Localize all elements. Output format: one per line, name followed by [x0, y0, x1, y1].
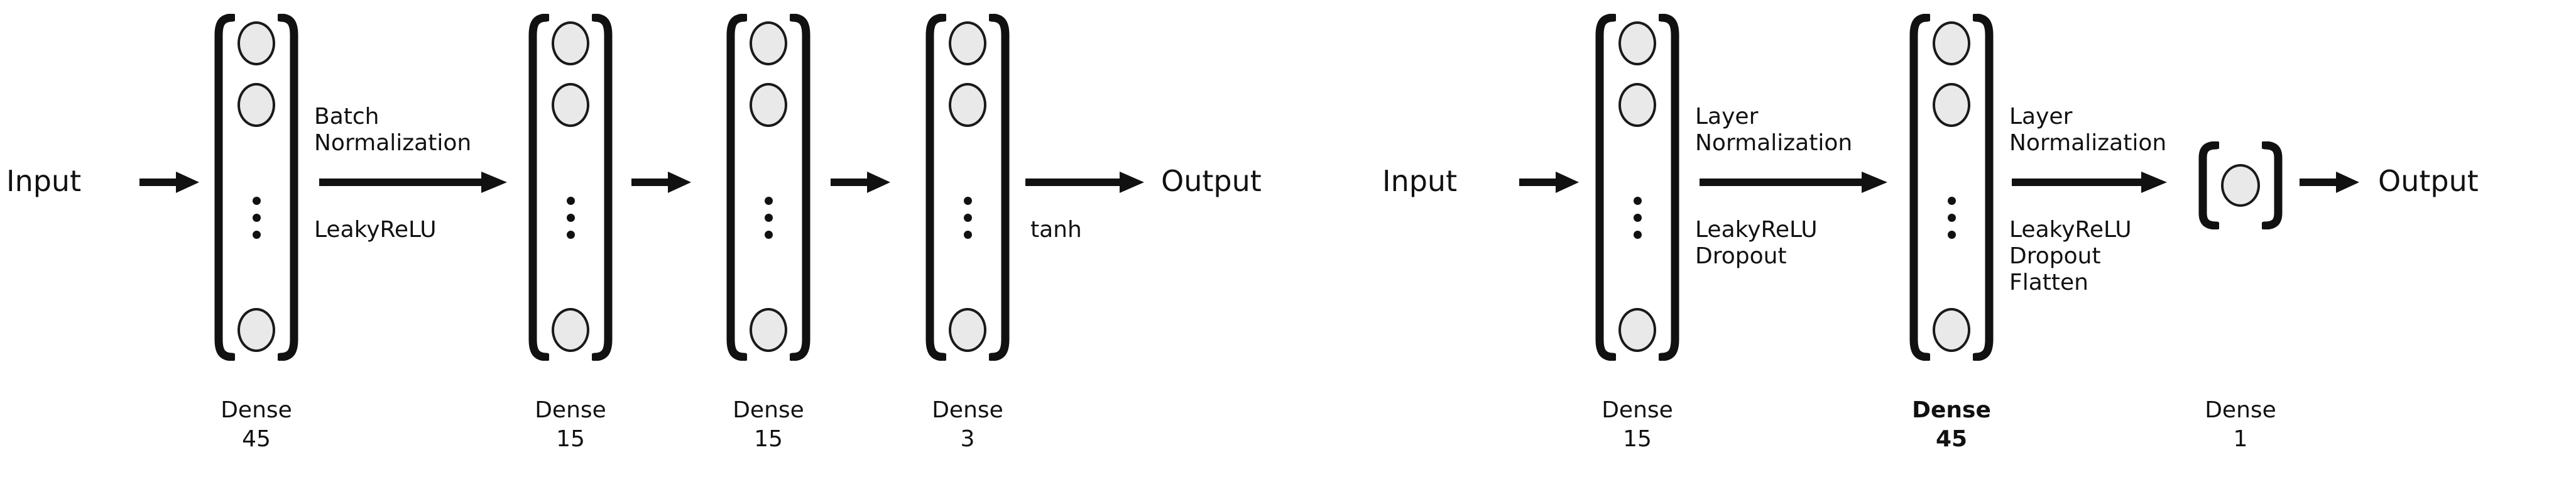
caption-units: 15: [1623, 426, 1652, 453]
left-bracket-icon: [528, 14, 549, 361]
layer-block-dense-45: [214, 14, 299, 361]
layer-block-dense-15-a: [528, 14, 613, 361]
neuron-circle-icon: [237, 308, 275, 352]
neuron-circle-icon: [949, 21, 986, 65]
neuron-circle-icon: [949, 83, 986, 127]
left-bracket-icon: [925, 14, 946, 361]
caption-name: Dense: [1912, 397, 1991, 423]
layer-block-dense-15-b: [726, 14, 811, 361]
edge-label-above-layernorm-2: Layer Normalization: [2009, 104, 2167, 157]
caption-dense-45: Dense 45: [194, 396, 319, 454]
caption-units: 45: [1935, 426, 1968, 453]
edge-label-below-tanh: tanh: [1030, 217, 1082, 243]
vertical-ellipsis-icon: [1633, 192, 1642, 243]
network-2-input-label: Input: [1382, 164, 1458, 198]
caption-units: 45: [242, 426, 271, 453]
caption-units: 15: [556, 426, 585, 453]
caption-dense-15-disc: Dense 15: [1575, 396, 1700, 454]
neuron-circle-icon: [1933, 83, 1970, 127]
layer-block-dense-1: [2198, 141, 2283, 229]
arrow-input-to-dense-45: [139, 170, 200, 195]
neuron-circle-icon: [237, 21, 275, 65]
edge-label-below-leakyrelu: LeakyReLU: [314, 217, 437, 243]
left-bracket-icon: [2198, 141, 2219, 229]
caption-name: Dense: [932, 397, 1003, 423]
neuron-stack: [2219, 141, 2262, 229]
layer-block-dense-15-disc: [1595, 14, 1680, 361]
neuron-circle-icon: [750, 308, 787, 352]
vertical-ellipsis-icon: [764, 192, 773, 243]
right-bracket-icon: [592, 14, 613, 361]
caption-dense-45-disc: Dense 45: [1889, 396, 2014, 454]
right-bracket-icon: [278, 14, 299, 361]
neuron-circle-icon: [1933, 308, 1970, 352]
neuron-stack: [549, 14, 592, 361]
neuron-circle-icon: [237, 83, 275, 127]
right-bracket-icon: [790, 14, 811, 361]
neuron-circle-icon: [552, 308, 589, 352]
caption-units: 1: [2233, 426, 2248, 453]
neuron-circle-icon: [552, 21, 589, 65]
neuron-circle-icon: [949, 308, 986, 352]
vertical-ellipsis-icon: [1947, 192, 1956, 243]
caption-dense-3: Dense 3: [905, 396, 1030, 454]
caption-dense-15-a: Dense 15: [508, 396, 633, 454]
vertical-ellipsis-icon: [252, 192, 261, 243]
edge-label-above-batchnorm: Batch Normalization: [314, 104, 472, 157]
right-bracket-icon: [2262, 141, 2283, 229]
edge-label-above-layernorm-1: Layer Normalization: [1695, 104, 1853, 157]
neuron-circle-icon: [750, 21, 787, 65]
neuron-circle-icon: [1618, 308, 1656, 352]
left-bracket-icon: [726, 14, 747, 361]
arrow-dense3-to-output: [1025, 170, 1145, 195]
layer-block-dense-3: [925, 14, 1010, 361]
neuron-circle-icon: [552, 83, 589, 127]
neuron-circle-icon: [1618, 21, 1656, 65]
network-2: Input: [1288, 0, 2576, 489]
arrow-input-to-dense-15: [1519, 170, 1580, 195]
left-bracket-icon: [1909, 14, 1930, 361]
neuron-circle-icon: [750, 83, 787, 127]
neuron-stack: [1930, 14, 1973, 361]
arrow-dense1-to-output: [2300, 170, 2360, 195]
caption-dense-1: Dense 1: [2178, 396, 2303, 454]
caption-units: 3: [960, 426, 975, 453]
neuron-circle-icon: [2221, 164, 2260, 207]
caption-units: 15: [754, 426, 783, 453]
caption-name: Dense: [1602, 397, 1673, 423]
left-bracket-icon: [214, 14, 235, 361]
network-1-output-label: Output: [1161, 164, 1262, 198]
arrow-dense45-to-dense1: [2012, 170, 2168, 195]
caption-dense-15-b: Dense 15: [706, 396, 831, 454]
right-bracket-icon: [989, 14, 1010, 361]
right-bracket-icon: [1973, 14, 1994, 361]
neuron-circle-icon: [1618, 83, 1656, 127]
edge-label-below-leakyrelu-dropout-1: LeakyReLU Dropout: [1695, 217, 1818, 270]
edge-label-below-leakyrelu-dropout-flatten: LeakyReLU Dropout Flatten: [2009, 217, 2132, 296]
caption-name: Dense: [221, 397, 292, 423]
network-1: Input: [6, 14, 1262, 454]
vertical-ellipsis-icon: [963, 192, 972, 243]
caption-name: Dense: [2205, 397, 2276, 423]
arrow-dense45-to-dense15: [319, 170, 508, 195]
neuron-stack: [235, 14, 278, 361]
right-bracket-icon: [1659, 14, 1680, 361]
arrow-dense15-to-dense45: [1700, 170, 1888, 195]
vertical-ellipsis-icon: [566, 192, 575, 243]
network-2-output-label: Output: [2378, 164, 2479, 198]
neuron-stack: [747, 14, 790, 361]
neuron-stack: [946, 14, 989, 361]
arrow-dense15a-to-dense15b: [631, 170, 692, 195]
left-bracket-icon: [1595, 14, 1616, 361]
caption-name: Dense: [733, 397, 804, 423]
layer-block-dense-45-disc: [1909, 14, 1994, 361]
network-1-input-label: Input: [6, 164, 82, 198]
caption-name: Dense: [535, 397, 606, 423]
arrow-dense15b-to-dense3: [831, 170, 891, 195]
neuron-stack: [1616, 14, 1659, 361]
neuron-circle-icon: [1933, 21, 1970, 65]
